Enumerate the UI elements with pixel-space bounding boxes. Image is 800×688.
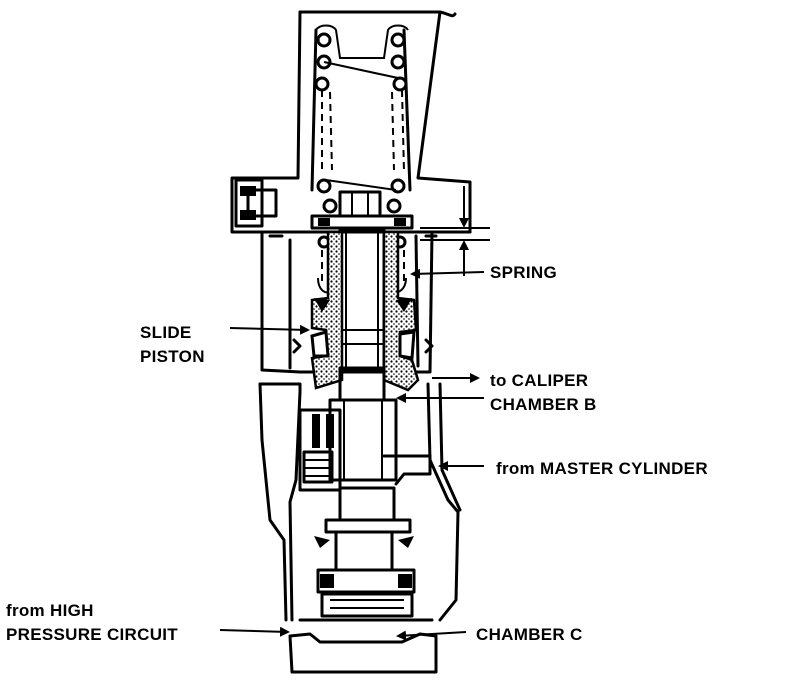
lower-valve-body bbox=[298, 366, 432, 618]
middle-housing bbox=[260, 230, 438, 374]
slide-piston bbox=[310, 230, 420, 392]
slide-piston-arrow bbox=[229, 324, 310, 335]
label-chamber-c: CHAMBER C bbox=[476, 625, 583, 644]
label-from-high: from HIGH bbox=[6, 601, 94, 620]
bleed-plug bbox=[234, 178, 278, 228]
label-slide: SLIDE bbox=[140, 323, 192, 342]
label-master-cylinder: from MASTER CYLINDER bbox=[496, 459, 708, 478]
leader-arrows bbox=[219, 268, 485, 641]
label-to-caliper: to CALIPER bbox=[490, 371, 588, 390]
label-piston: PISTON bbox=[140, 347, 205, 366]
spring-arrow bbox=[410, 268, 485, 279]
label-spring: SPRING bbox=[490, 263, 557, 282]
retainer-nut bbox=[310, 190, 414, 230]
label-pressure-circuit: PRESSURE CIRCUIT bbox=[6, 625, 178, 644]
stroke-dimension bbox=[420, 186, 490, 276]
lower-housing bbox=[258, 382, 462, 674]
high-pressure-arrow bbox=[219, 626, 290, 637]
spring-upper bbox=[314, 32, 408, 214]
label-chamber-b: CHAMBER B bbox=[490, 395, 597, 414]
piston-stem bbox=[338, 228, 386, 372]
chamber-c-arrow bbox=[396, 630, 467, 641]
